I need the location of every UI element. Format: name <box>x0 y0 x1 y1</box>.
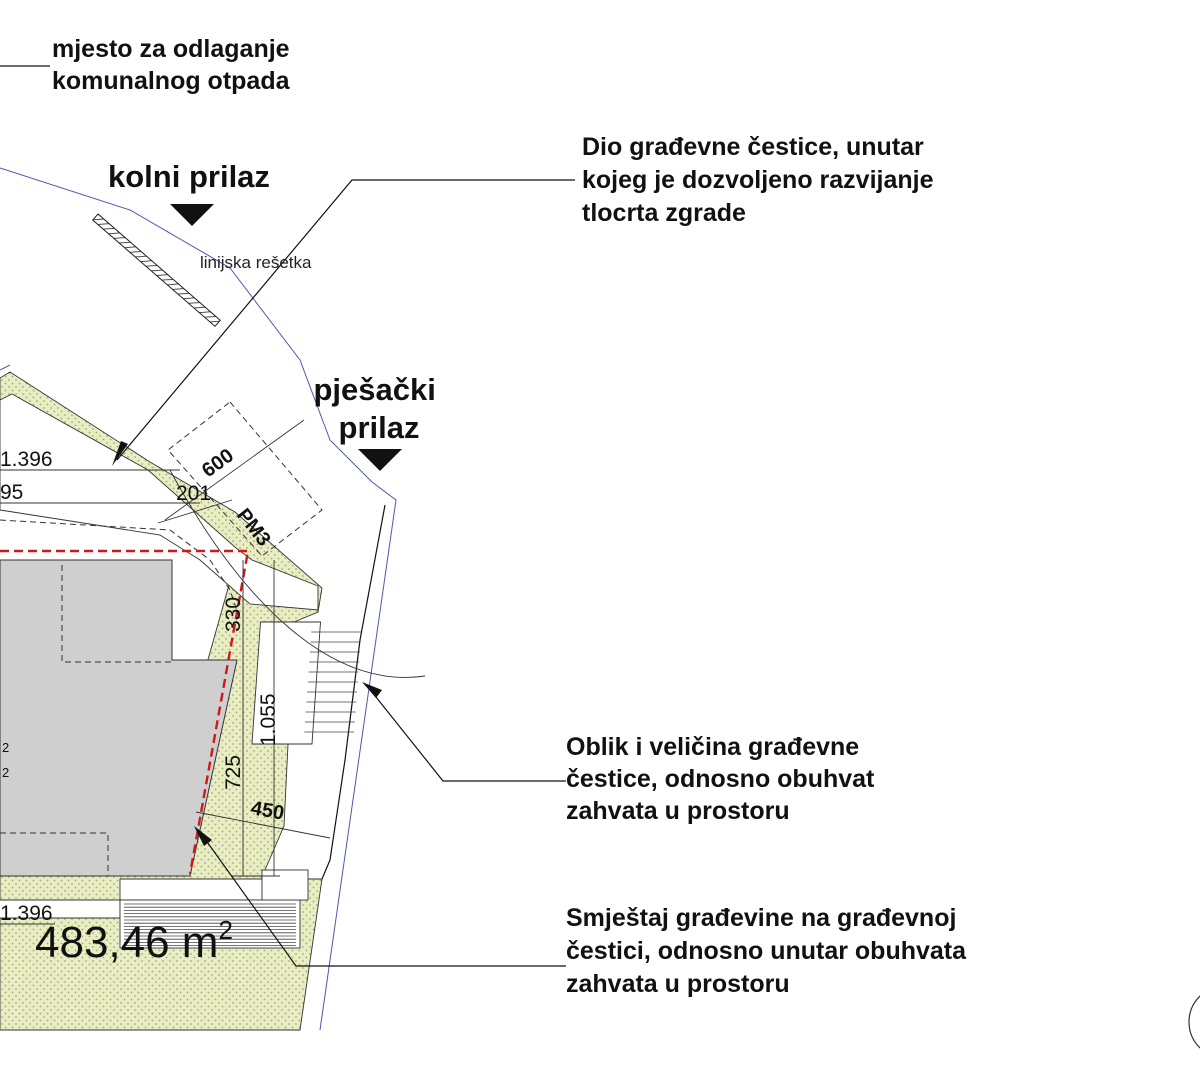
leader-buildable <box>116 179 575 461</box>
callout-buildable-area: Dio građevne čestice, unutar kojeg je do… <box>582 133 940 227</box>
buildable-boundary <box>0 549 250 875</box>
level-second: 95 <box>0 481 23 504</box>
arc-curve <box>169 469 426 678</box>
area-superscript-b: 2 <box>2 765 9 780</box>
plot-boundary-left <box>0 364 11 371</box>
dimension-330: 330 <box>222 597 245 632</box>
dim-line-600 <box>164 419 305 521</box>
level-bottom: 1.396 <box>0 902 53 925</box>
stair-right <box>251 621 362 745</box>
dashed-arc-line <box>0 519 241 621</box>
arrow-buildable <box>112 441 128 466</box>
vehicle-access-label: kolni prilaz <box>108 159 270 194</box>
leader-plot <box>371 691 566 782</box>
linear-grate <box>92 213 221 328</box>
level-top: 1.396 <box>0 448 53 471</box>
dim-line-450 <box>195 811 331 839</box>
building-dashed-outline-2 <box>0 832 109 876</box>
callout-plot-shape: Oblik i veličina građevne čestice, odnos… <box>566 733 881 825</box>
vehicle-access-marker <box>170 204 214 226</box>
dimension-600: 600 <box>198 445 238 482</box>
dimension-201: 201 <box>176 482 211 505</box>
building-footprint <box>0 559 238 877</box>
arrow-plot <box>362 682 382 698</box>
plot-outline <box>321 504 386 880</box>
building-dashed-outline <box>61 565 172 663</box>
area-superscript-a: 2 <box>2 740 9 755</box>
dimension-725: 725 <box>222 755 245 790</box>
pedestrian-access-marker <box>358 449 402 471</box>
dimension-1055: 1.055 <box>257 693 280 746</box>
callout-waste: mjesto za odlaganje komunalnog otpada <box>52 35 297 95</box>
parking-space <box>167 401 323 557</box>
grate-label: linijska rešetka <box>200 253 312 272</box>
arrow-placement <box>194 826 212 846</box>
leader-placement <box>199 831 566 967</box>
north-arrow-circle <box>1188 995 1200 1049</box>
callout-building-placement: Smještaj građevine na građevnoj čestici,… <box>566 904 973 998</box>
plot-boundary <box>0 167 397 1031</box>
stair-bottom <box>119 869 309 949</box>
pedestrian-access-label: pješački prilaz <box>314 372 445 445</box>
buildable-band <box>0 393 319 611</box>
dim-line-201 <box>157 499 233 524</box>
plot-area-value: 483,46 m2 <box>35 915 233 967</box>
